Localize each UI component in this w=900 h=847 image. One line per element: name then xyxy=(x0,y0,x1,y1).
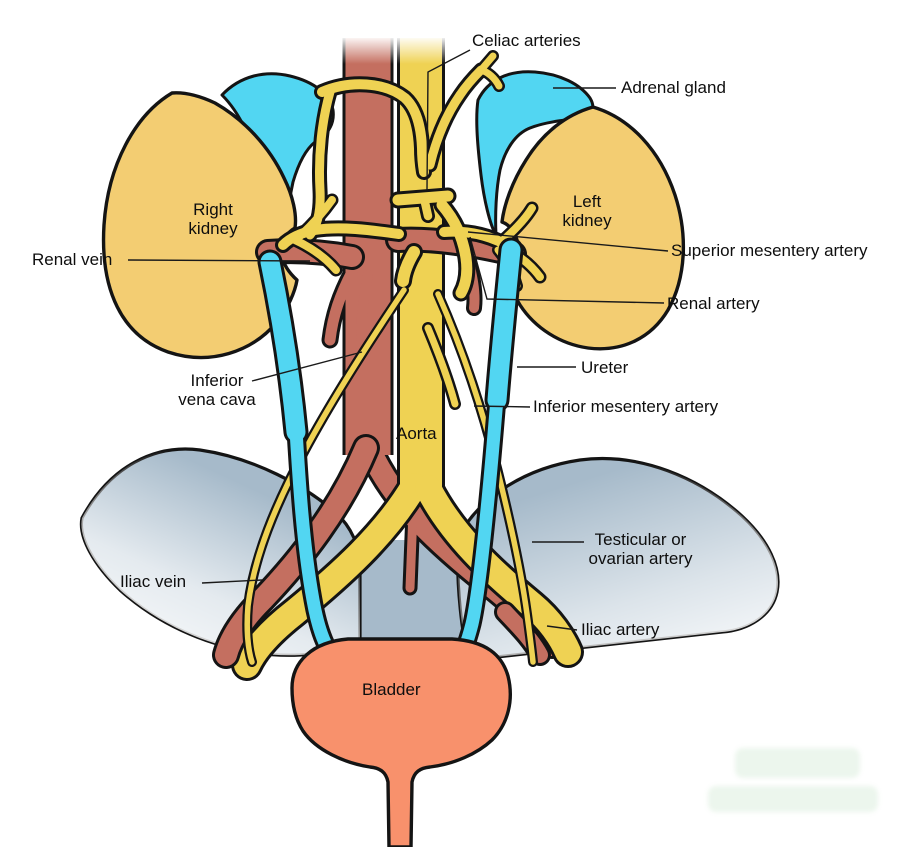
leader-renal-artery xyxy=(469,236,665,304)
ureters xyxy=(257,237,524,671)
label-inferior-mesentery: Inferior mesentery artery xyxy=(533,397,719,416)
label-right-kidney: Right kidney xyxy=(188,200,238,239)
leader-iliac-vein xyxy=(201,579,263,584)
label-aorta: Aorta xyxy=(396,424,437,443)
sacrum-shape xyxy=(338,540,468,660)
leader-renal-vein xyxy=(127,259,311,262)
iliac-veins xyxy=(212,434,551,669)
leader-celiac xyxy=(426,49,471,191)
label-iliac-vein: Iliac vein xyxy=(120,572,187,591)
bladder-shape xyxy=(290,637,512,847)
label-inferior-vena-cava: Inferior vena cava xyxy=(178,371,256,410)
label-bladder: Bladder xyxy=(362,680,421,699)
left-adrenal-gland xyxy=(475,70,595,237)
label-ureter: Ureter xyxy=(581,358,629,377)
vessel-top-fade xyxy=(340,36,448,64)
kidneys xyxy=(101,91,686,360)
label-renal-vein: Renal vein xyxy=(32,250,113,269)
leader-superior-mesentery xyxy=(467,231,669,252)
label-superior-mesentery: Superior mesentery artery xyxy=(671,241,868,260)
label-left-kidney: Left kidney xyxy=(562,192,612,231)
leader-inferior-mesentery xyxy=(473,405,531,408)
watermark xyxy=(708,786,878,812)
left-kidney-shape xyxy=(500,105,686,351)
label-celiac-arteries: Celiac arteries xyxy=(472,31,581,50)
right-kidney-shape xyxy=(101,91,299,360)
artery-branches xyxy=(242,50,547,667)
watermark xyxy=(735,748,860,778)
label-gonadal-artery: Testicular or ovarian artery xyxy=(588,530,693,569)
label-adrenal-gland: Adrenal gland xyxy=(621,78,726,97)
leader-lines xyxy=(127,49,669,631)
leader-iliac-artery xyxy=(546,625,578,631)
label-iliac-artery: Iliac artery xyxy=(581,620,660,639)
label-renal-artery: Renal artery xyxy=(667,294,760,313)
leader-inferior-vena-cava xyxy=(251,351,363,382)
